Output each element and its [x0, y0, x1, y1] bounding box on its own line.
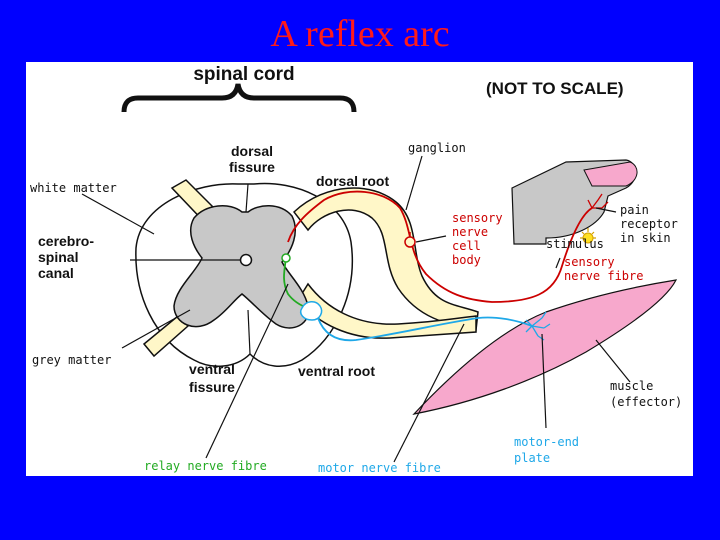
- leader-grey-matter: [121, 309, 191, 349]
- leader-motor-end: [541, 333, 547, 429]
- label-white-matter: white matter: [30, 181, 117, 195]
- diagram-panel: spinal cord (NOT TO SCALE) dorsal fissur…: [26, 62, 693, 476]
- leader-sensory-fibre: [555, 257, 561, 269]
- label-ganglion: ganglion: [408, 141, 466, 155]
- label-motor-fibre: motor nerve fibre: [318, 461, 441, 475]
- leader-sensory-cell: [415, 235, 447, 243]
- fingernail: [583, 161, 638, 187]
- label-dorsal-root: dorsal root: [316, 173, 389, 189]
- leader-white-matter: [81, 193, 155, 235]
- label-motor-end-1: motor-end: [514, 435, 579, 449]
- label-csf-3: canal: [38, 265, 74, 281]
- label-sensory-cell-2: nerve: [452, 225, 488, 239]
- ventral-fissure-line: [247, 309, 251, 355]
- stimulus-rays: [580, 228, 596, 239]
- sensory-cell-body: [404, 236, 416, 248]
- sensory-nerve-fibre: [287, 190, 593, 303]
- label-sensory-cell-3: cell: [452, 239, 481, 253]
- label-sensory-fibre-1: sensory: [564, 255, 615, 269]
- label-ventral-fissure-1: ventral: [189, 361, 235, 377]
- relay-cell-body: [281, 253, 291, 263]
- reflex-arc-diagram: spinal cord (NOT TO SCALE) dorsal fissur…: [30, 64, 682, 475]
- central-canal: [239, 253, 253, 267]
- label-sensory-cell-4: body: [452, 253, 481, 267]
- muscle: [412, 279, 678, 415]
- label-ventral-root: ventral root: [298, 363, 375, 379]
- leader-ganglion: [405, 155, 423, 211]
- leader-muscle: [595, 339, 631, 383]
- grey-matter: [173, 205, 310, 329]
- label-dorsal-fissure-2: fissure: [229, 159, 275, 175]
- label-relay-fibre: relay nerve fibre: [144, 459, 267, 473]
- label-pain-receptor-3: in skin: [620, 231, 671, 245]
- label-csf-1: cerebro-: [38, 233, 94, 249]
- label-grey-matter: grey matter: [32, 353, 111, 367]
- label-not-to-scale: (NOT TO SCALE): [486, 79, 624, 98]
- ventral-root: [297, 282, 477, 339]
- label-motor-end-2: plate: [514, 451, 550, 465]
- leader-pain-receptor: [595, 207, 617, 213]
- label-csf-2: spinal: [38, 249, 78, 265]
- leader-relay-fibre: [205, 283, 289, 459]
- label-dorsal-fissure-1: dorsal: [231, 143, 273, 159]
- label-spinal-cord: spinal cord: [193, 64, 294, 85]
- dorsal-fissure-line: [245, 183, 249, 213]
- slide-title: A reflex arc: [270, 13, 450, 55]
- leader-motor-fibre: [393, 323, 465, 463]
- label-muscle-2: (effector): [610, 395, 682, 409]
- label-ventral-fissure-2: fissure: [189, 379, 235, 395]
- dorsal-root: [292, 187, 479, 331]
- relay-nerve-fibre: [283, 257, 309, 309]
- label-sensory-fibre-2: nerve fibre: [564, 269, 643, 283]
- spinal-cord-brace: [121, 83, 357, 113]
- motor-end-plate: [525, 311, 551, 341]
- label-muscle-1: muscle: [610, 379, 653, 393]
- motor-nerve-fibre: [317, 316, 533, 342]
- label-pain-receptor-1: pain: [620, 203, 649, 217]
- label-sensory-cell-1: sensory: [452, 211, 503, 225]
- label-stimulus: stimulus: [546, 237, 604, 251]
- motor-cell-body: [300, 301, 323, 321]
- label-pain-receptor-2: receptor: [620, 217, 678, 231]
